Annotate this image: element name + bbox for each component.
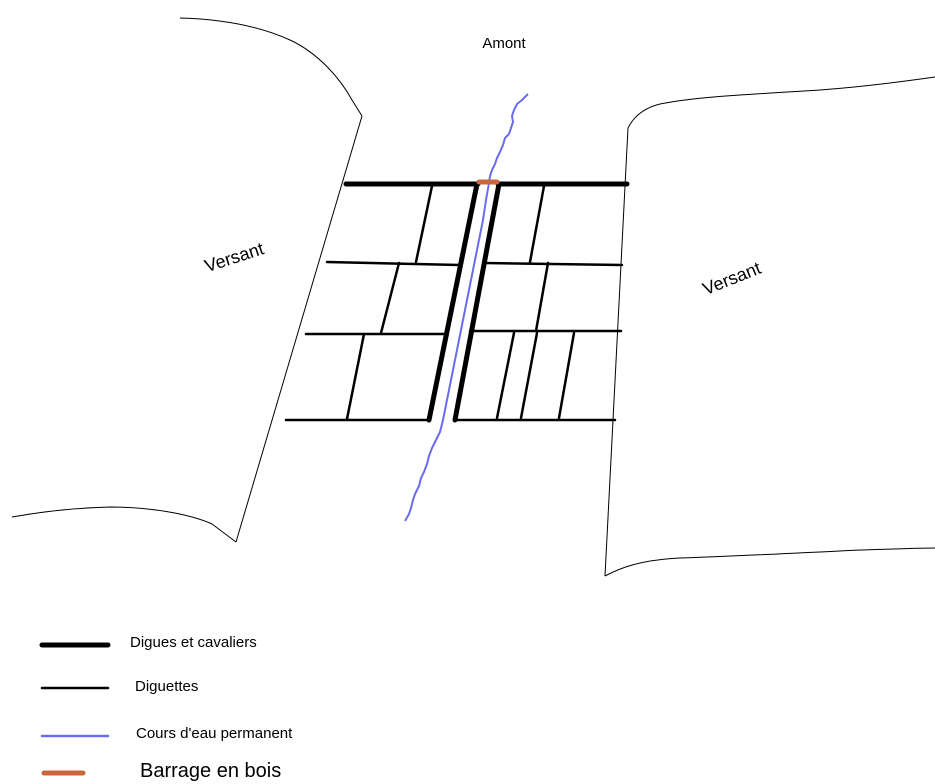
right-slope-label: Versant bbox=[700, 258, 764, 299]
diguette bbox=[534, 261, 550, 333]
upstream-label: Amont bbox=[482, 35, 526, 52]
right-slope-valley-edge bbox=[604, 127, 629, 577]
diguettes bbox=[284, 184, 624, 422]
diguette bbox=[325, 260, 462, 267]
left-slope-label: Versant bbox=[202, 238, 266, 276]
legend-label-cours-eau: Cours d'eau permanent bbox=[136, 725, 293, 742]
right-slope-top-edge bbox=[627, 76, 935, 129]
legend-label-digues: Digues et cavaliers bbox=[130, 634, 257, 651]
slope-outlines bbox=[11, 17, 935, 577]
right-slope-bottom-edge bbox=[604, 547, 935, 577]
legend-label-barrage: Barrage en bois bbox=[140, 760, 282, 782]
diguette bbox=[345, 332, 366, 421]
digues-et-cavaliers bbox=[343, 181, 630, 423]
diguette bbox=[495, 331, 516, 420]
cavalier-right bbox=[452, 181, 502, 423]
cavalier-left bbox=[426, 181, 480, 423]
legend-swatches bbox=[39, 642, 111, 776]
left-slope-valley-edge bbox=[235, 115, 363, 543]
diguette bbox=[557, 331, 576, 420]
stream bbox=[404, 93, 529, 522]
left-slope-top-edge bbox=[179, 17, 363, 117]
left-slope-bottom-edge bbox=[11, 506, 237, 543]
diguette bbox=[482, 261, 624, 267]
diguette bbox=[379, 261, 401, 335]
diguette bbox=[414, 184, 434, 264]
diguette bbox=[528, 184, 546, 264]
legend-label-diguettes: Diguettes bbox=[135, 678, 199, 695]
diguette bbox=[519, 331, 539, 420]
